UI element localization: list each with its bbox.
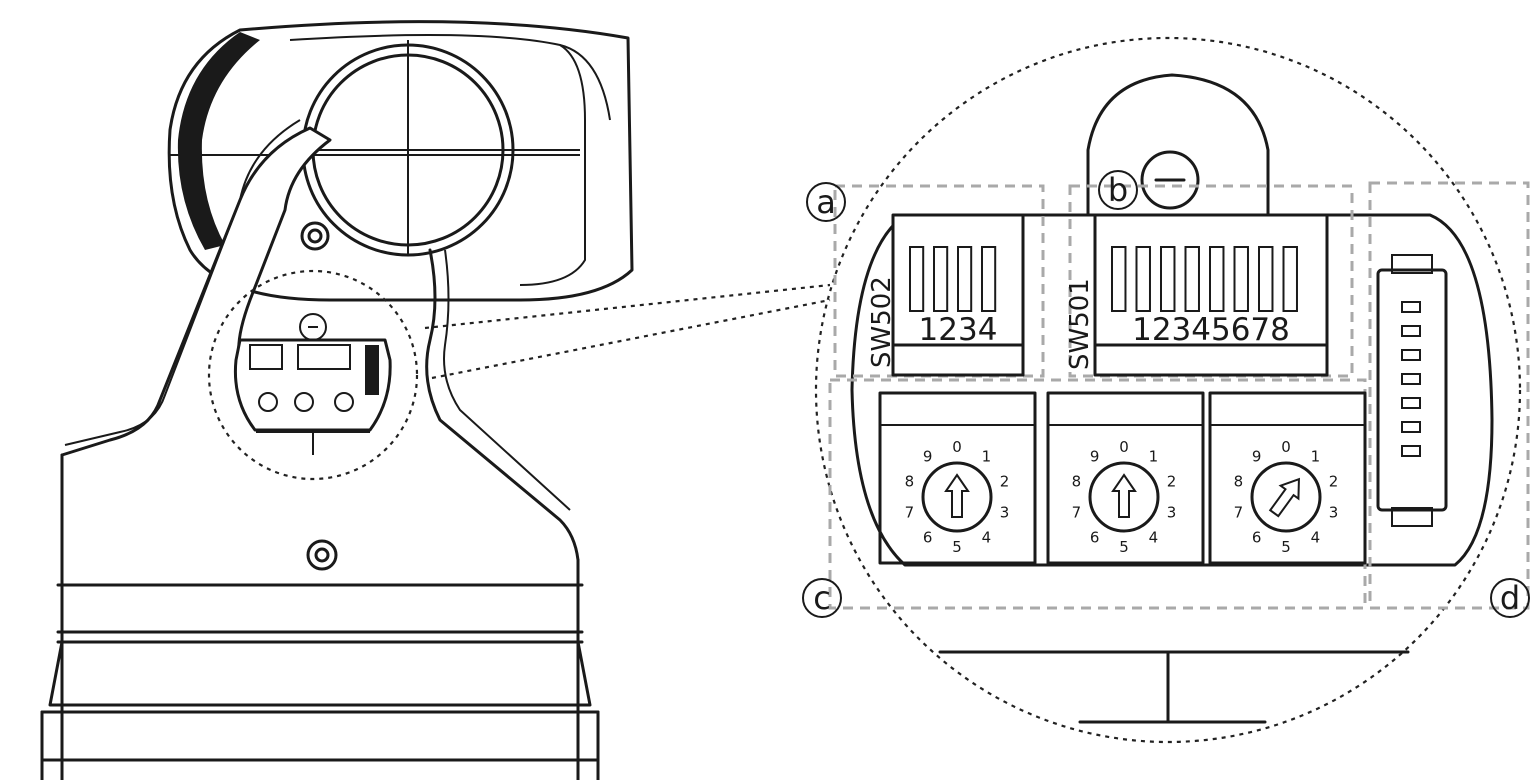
connector-pin	[1401, 349, 1421, 361]
dial-digit: 0	[1119, 438, 1129, 456]
callout-d-label: d	[1500, 579, 1520, 617]
connector-pin	[1401, 445, 1421, 457]
region-d-box	[1368, 181, 1530, 610]
dial-digit: 5	[1119, 538, 1129, 556]
camera-base	[40, 453, 600, 780]
dial-digit: 2	[1167, 473, 1177, 491]
sw501-name: SW501	[1065, 278, 1095, 370]
dip-pin-sw502-4[interactable]	[981, 246, 997, 312]
connector-pin	[1401, 325, 1421, 337]
sw501-pin-numbers: 12345678	[1132, 312, 1290, 348]
connector-pin	[1401, 373, 1421, 385]
dial-digit: 9	[1252, 448, 1262, 466]
rotary-dial-2[interactable]: 0 12 34 5 67 89	[1046, 391, 1205, 565]
sw502-pin-numbers: 1234	[919, 312, 998, 348]
camera-illustration	[40, 20, 831, 780]
rotary-dial-1[interactable]: 0 12 34 5 67 89	[878, 391, 1037, 565]
dial-digit: 9	[923, 448, 933, 466]
zoom-leader-lower	[431, 298, 831, 380]
dial-digit: 3	[1329, 503, 1339, 521]
zoom-detail: 1234 SW502 12345678 SW501 01234567890123…	[802, 36, 1530, 744]
dial-digit: 3	[1167, 503, 1177, 521]
connector-d	[1376, 254, 1448, 527]
dip-pin-sw501-1[interactable]	[1111, 246, 1127, 312]
dial-digit: 0	[952, 438, 962, 456]
dial-digit: 1	[1311, 448, 1321, 466]
dip-pin-sw501-5[interactable]	[1209, 246, 1225, 312]
zoom-leader-upper	[424, 283, 831, 330]
dial-arrow-icon	[1268, 477, 1300, 518]
connector-pin	[1401, 397, 1421, 409]
dial-digit: 4	[1149, 528, 1159, 546]
dial-digit: 8	[1072, 473, 1082, 491]
dip-pin-sw501-8[interactable]	[1282, 246, 1298, 312]
dip-switch-sw501: 12345678 SW501	[1065, 213, 1329, 377]
dial-digit: 7	[1234, 503, 1244, 521]
dip-switch-sw502: 1234 SW502	[867, 213, 1025, 377]
callout-d: d	[1490, 578, 1530, 618]
small-detail-circle	[207, 269, 419, 481]
dial-digit: 4	[1311, 528, 1321, 546]
dip-pin-sw501-2[interactable]	[1135, 246, 1151, 312]
dip-pin-sw501-6[interactable]	[1233, 246, 1249, 312]
callout-a: a	[806, 182, 846, 222]
dial-digit: 8	[1234, 473, 1244, 491]
dip-pin-sw502-1[interactable]	[909, 246, 925, 312]
dip-pin-sw501-3[interactable]	[1160, 246, 1176, 312]
dial-digit: 4	[982, 528, 992, 546]
callout-b-label: b	[1108, 171, 1128, 209]
camera-head	[167, 20, 634, 302]
dial-digit: 7	[1072, 503, 1082, 521]
dial-arrow-icon	[944, 473, 970, 518]
callout-a-label: a	[816, 183, 836, 221]
dip-pin-sw501-7[interactable]	[1258, 246, 1274, 312]
connector-pin	[1401, 301, 1421, 313]
camera-yoke	[60, 119, 580, 571]
dip-pin-sw502-3[interactable]	[957, 246, 973, 312]
rotary-dial-3[interactable]: 0 12 34 5 67 89	[1208, 391, 1367, 565]
dip-pin-sw501-4[interactable]	[1184, 246, 1200, 312]
sw502-name: SW502	[867, 276, 897, 368]
dial-digit: 9	[1090, 448, 1100, 466]
dial-digit: 1	[1149, 448, 1159, 466]
dial-digit: 2	[1329, 473, 1339, 491]
dial-arrow-icon	[1111, 473, 1137, 518]
dial-digit: 1	[982, 448, 992, 466]
b-button	[1140, 150, 1200, 210]
dial-digit: 8	[905, 473, 915, 491]
top-knob	[1086, 73, 1270, 217]
dial-digit: 0	[1281, 438, 1291, 456]
callout-b: b	[1098, 170, 1138, 210]
dial-digit: 6	[923, 528, 933, 546]
callout-c-label: c	[813, 579, 831, 617]
dial-digit: 5	[1281, 538, 1291, 556]
dial-digit: 7	[905, 503, 915, 521]
dial-digit: 6	[1252, 528, 1262, 546]
dial-digit: 5	[952, 538, 962, 556]
dial-digit: 3	[1000, 503, 1010, 521]
zoom-circle	[814, 36, 1522, 744]
dip-pin-sw502-2[interactable]	[933, 246, 949, 312]
connector-pin	[1401, 421, 1421, 433]
dial-digit: 6	[1090, 528, 1100, 546]
callout-c: c	[802, 578, 842, 618]
dial-digit: 2	[1000, 473, 1010, 491]
